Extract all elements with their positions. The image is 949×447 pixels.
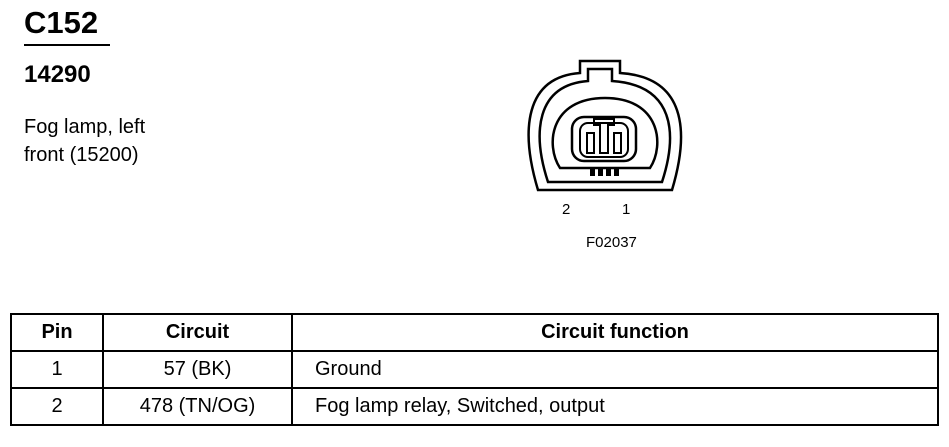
connector-housing-inner-outline xyxy=(538,67,672,184)
description-line-2: front (15200) xyxy=(24,144,139,166)
terminal-rib-4 xyxy=(614,167,619,176)
title-underline xyxy=(24,44,110,46)
table-header-row: Pin Circuit Circuit function xyxy=(10,313,939,352)
cell-circuit: 478 (TN/OG) xyxy=(102,387,293,426)
cell-circuit-function: Fog lamp relay, Switched, output xyxy=(291,387,939,426)
header-circuit-function: Circuit function xyxy=(291,313,939,352)
terminal-cavity xyxy=(570,115,638,163)
header-pin: Pin xyxy=(10,313,104,352)
header-circuit: Circuit xyxy=(102,313,293,352)
terminal-center-key xyxy=(593,118,615,154)
terminal-blade-right xyxy=(613,132,622,154)
terminal-rib-2 xyxy=(598,167,603,176)
terminal-rib-3 xyxy=(606,167,611,176)
description-line-1: Fog lamp, left xyxy=(24,116,146,138)
table-row: 2 478 (TN/OG) Fog lamp relay, Switched, … xyxy=(10,387,939,426)
connector-housing-outline xyxy=(527,59,683,192)
cell-circuit-function: Ground xyxy=(291,350,939,389)
part-number: 14290 xyxy=(24,61,91,88)
terminal-blade-left xyxy=(586,132,595,154)
pin-table: Pin Circuit Circuit function 1 57 (BK) G… xyxy=(10,313,939,426)
pin-label-2: 2 xyxy=(562,201,571,218)
connector-face-diagram xyxy=(527,59,683,192)
table-row: 1 57 (BK) Ground xyxy=(10,350,939,389)
cell-pin: 1 xyxy=(10,350,104,389)
connector-face-ring xyxy=(551,96,659,170)
connector-description: Fog lamp, left front (15200) xyxy=(24,113,224,169)
pin-label-1: 1 xyxy=(622,201,631,218)
connector-id: C152 xyxy=(24,5,99,40)
figure-id: F02037 xyxy=(586,234,637,251)
terminal-rib-1 xyxy=(590,167,595,176)
cell-circuit: 57 (BK) xyxy=(102,350,293,389)
cell-pin: 2 xyxy=(10,387,104,426)
